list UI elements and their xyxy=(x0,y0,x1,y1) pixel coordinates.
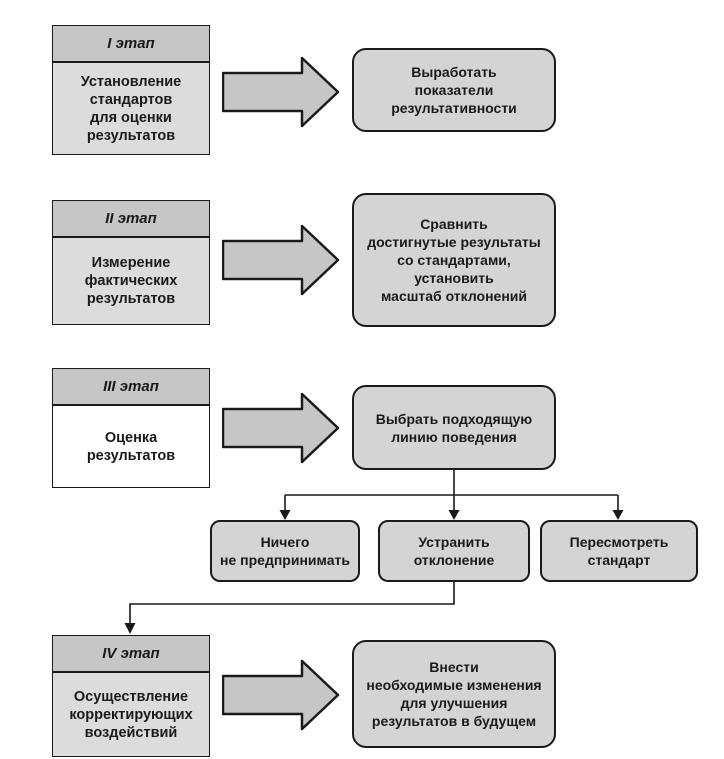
result-box-4: Внести необходимые изменения для улучшен… xyxy=(352,640,556,748)
result-box-1: Выработать показатели результативности xyxy=(352,48,556,132)
flow-arrow-icon xyxy=(222,392,340,464)
stage-2-header: II этап xyxy=(53,201,209,238)
flow-arrow-icon xyxy=(222,56,340,128)
branch-box-eliminate-deviation: Устранить отклонение xyxy=(378,520,530,582)
stage-2-body: Измерение фактических результатов xyxy=(84,255,178,307)
stage-block-2: II этап Измерение фактических результато… xyxy=(52,200,210,325)
stage-3-header: III этап xyxy=(53,369,209,406)
stage-4-body: Осуществление корректирующих воздействий xyxy=(69,688,193,741)
branch-box-revise-standard: Пересмотреть стандарт xyxy=(540,520,698,582)
stage-block-1: I этап Установление стандартов для оценк… xyxy=(52,25,210,155)
result-box-3: Выбрать подходящую линию поведения xyxy=(352,385,556,470)
stage-1-body: Установление стандартов для оценки резул… xyxy=(80,73,182,144)
flow-arrow-icon xyxy=(222,224,340,296)
result-box-2: Сравнить достигнутые результаты со станд… xyxy=(352,193,556,327)
stage-3-body: Оценка результатов xyxy=(53,406,209,487)
stage-4-header: IV этап xyxy=(53,636,209,673)
stage-block-4: IV этап Осуществление корректирующих воз… xyxy=(52,635,210,757)
flow-arrow-icon xyxy=(222,659,340,731)
branch-box-do-nothing: Ничего не предпринимать xyxy=(210,520,360,582)
stage-block-3: III этап Оценка результатов xyxy=(52,368,210,488)
stage-1-header: I этап xyxy=(53,26,209,63)
